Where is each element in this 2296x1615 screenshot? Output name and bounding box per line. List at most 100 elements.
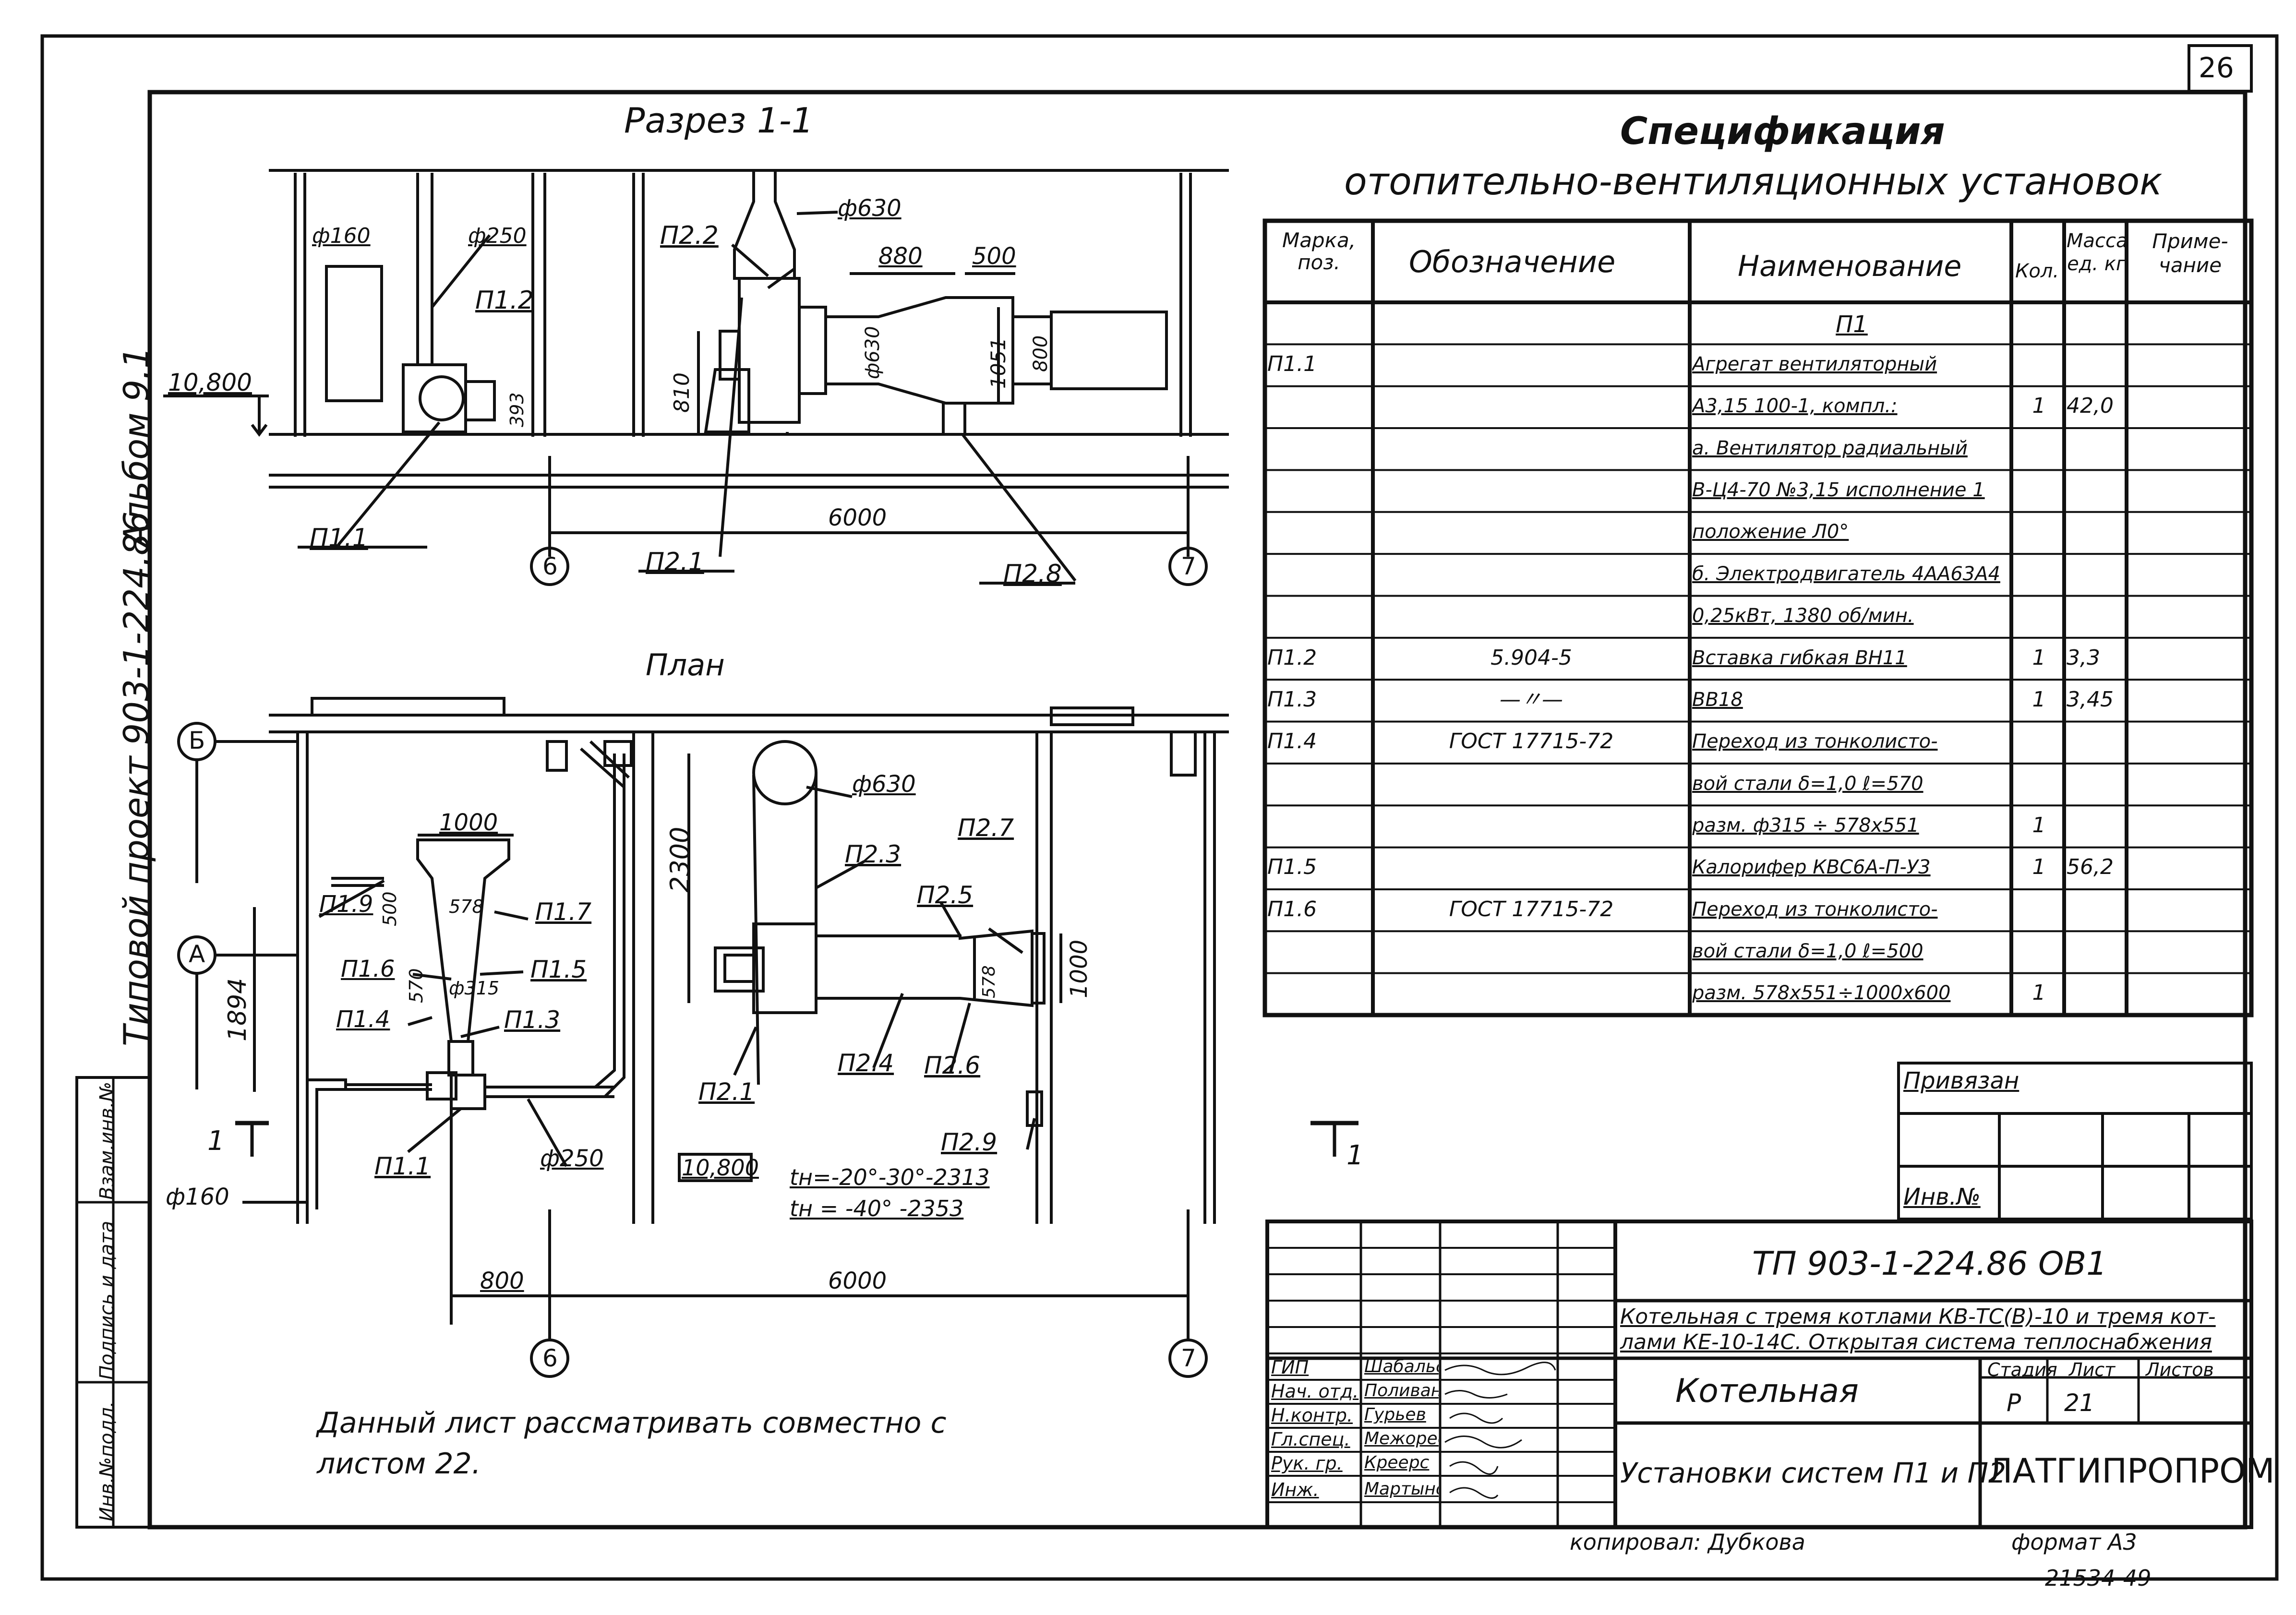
spec-cell: 42,0 [2067, 395, 2114, 417]
spec-cell: В-Ц4-70 №3,15 исполнение 1 [1692, 480, 1985, 500]
plan-label-p1-9: П1.9 [319, 891, 373, 918]
section-dim-810: 810 [670, 372, 694, 413]
plan-dim-1000-v: 1000 [1066, 939, 1093, 998]
spec-cell: Переход из тонколисто- [1692, 732, 1938, 752]
sheet-label: Лист [2069, 1359, 2116, 1380]
spec-header-name: Наименование [1738, 250, 1962, 283]
title-block-role: Инж. [1271, 1479, 1319, 1500]
plan-label-p1-4: П1.4 [336, 1006, 390, 1033]
title-block-role: Н.контр. [1271, 1405, 1353, 1426]
sheet-title: Установки систем П1 и П2 [1620, 1457, 2007, 1489]
section-title: Разрез 1-1 [624, 100, 814, 141]
spec-table-grid [1262, 218, 2254, 1017]
plan-label-p2-4: П2.4 [838, 1049, 894, 1077]
organization: ЛАТГИПРОПРОМ [1987, 1451, 2275, 1491]
stage-label: Стадия [1987, 1359, 2057, 1380]
doc-desc-1: Котельная с тремя котлами КВ-ТС(В)-10 и … [1620, 1304, 2216, 1329]
spec-cell: 3,3 [2067, 647, 2100, 669]
spec-cell: 1 [2032, 982, 2046, 1004]
spec-header-note: Приме- чание [2152, 229, 2228, 277]
spec-cell: 1 [2032, 689, 2046, 710]
spec-cell: 0,25кВт, 1380 об/мин. [1692, 606, 1914, 626]
spec-cell: разм. ф315 ÷ 578x551 [1692, 815, 1919, 835]
plan-temp-1: tн=-20°-30°-2313 [790, 1164, 990, 1190]
spec-cell: П1.1 [1267, 354, 1317, 375]
section-view [163, 169, 1229, 586]
section-label-p2-2: П2.2 [660, 221, 719, 250]
project-code: Типовой проект 903-1-224.86 [116, 511, 156, 1046]
section-dim-f630-v: ф630 [862, 326, 884, 379]
section-dim-f250: ф250 [468, 224, 527, 248]
plan-label-p2-9: П2.9 [941, 1128, 998, 1156]
plan-dim-f160: ф160 [166, 1184, 229, 1210]
album-label: Альбом 9.1 [116, 347, 156, 547]
section-dim-f630: ф630 [838, 195, 902, 222]
cut-label-left: 1 [207, 1125, 225, 1157]
plan-label-p2-3: П2.3 [845, 840, 902, 868]
sheet-number: 26 [2199, 51, 2234, 84]
section-label-p1-2: П1.2 [475, 286, 534, 315]
plan-label-p1-3: П1.3 [504, 1006, 561, 1034]
spec-cell: вой стали δ=1,0 ℓ=500 [1692, 941, 1923, 961]
doc-code: ТП 903-1-224.86 ОВ1 [1752, 1245, 2107, 1283]
title-block-name: Межорес [1364, 1430, 1439, 1448]
spec-cell: ГОСТ 17715-72 [1449, 898, 1614, 920]
paper-format: формат А3 [2011, 1529, 2137, 1555]
section-axis-7: 7 [1181, 552, 1196, 580]
section-dim-6000: 6000 [828, 504, 887, 531]
title-block-name: Мартынова [1364, 1481, 1439, 1498]
plan-label-p2-5: П2.5 [917, 881, 974, 909]
spec-cell: 1 [2032, 395, 2046, 417]
plan-axis-b: Б [189, 727, 205, 754]
title-block-name: Шабальский [1364, 1358, 1439, 1376]
section-label-p2-8: П2.8 [1003, 560, 1062, 588]
plan-axis-7: 7 [1181, 1344, 1196, 1372]
plan-label-p2-1: П2.1 [698, 1078, 755, 1106]
inv-number-label: Инв.№ [1903, 1184, 1981, 1210]
plan-dim-6000: 6000 [828, 1268, 887, 1294]
plan-dim-2300: 2300 [665, 826, 695, 893]
stamp-cell-2: Подпись и дата [96, 1220, 118, 1380]
stamp-cell-1: Инв.№подл. [96, 1401, 118, 1521]
plan-dim-578-v: 578 [979, 965, 999, 998]
section-dim-500: 500 [972, 243, 1016, 270]
spec-cell: б. Электродвигатель 4АА63А4 [1692, 564, 2000, 584]
spec-cell: Вставка гибкая ВН11 [1692, 648, 1907, 668]
spec-cell: Агрегат вентиляторный [1692, 355, 1937, 374]
spec-cell: П1 [1836, 312, 1868, 336]
note-line-1: Данный лист рассматривать совместно с [317, 1406, 947, 1440]
title-block-name: Гурьев [1364, 1406, 1426, 1424]
spec-cell: а. Вентилятор радиальный [1692, 438, 1968, 458]
sheet-value: 21 [2064, 1389, 2095, 1417]
privyazan-label: Привязан [1903, 1067, 2020, 1094]
plan-label-p1-1: П1.1 [374, 1152, 431, 1180]
plan-dim-1894: 1894 [223, 978, 252, 1041]
plan-dim-f250: ф250 [540, 1145, 604, 1172]
spec-cell: Калорифер КВС6А-П-У3 [1692, 858, 1931, 877]
spec-cell: П1.4 [1267, 731, 1317, 753]
plan-label-p2-6: П2.6 [924, 1052, 981, 1079]
spec-cell: П1.3 [1267, 689, 1317, 710]
plan-dim-500: 500 [379, 891, 400, 926]
plan-dim-1000: 1000 [439, 809, 498, 836]
spec-cell: ГОСТ 17715-72 [1449, 731, 1614, 753]
note-line-2: листом 22. [317, 1447, 481, 1481]
spec-cell: П1.6 [1267, 898, 1317, 920]
section-dim-f160: ф160 [312, 224, 371, 248]
plan-axis-6: 6 [542, 1344, 558, 1372]
stage-value: Р [2007, 1389, 2021, 1417]
spec-title-1: Спецификация [1620, 110, 1945, 153]
spec-cell: 1 [2032, 647, 2046, 669]
plan-dim-570: 570 [406, 968, 427, 1003]
plan-dim-f630: ф630 [852, 771, 916, 798]
spec-cell: 5.904-5 [1491, 647, 1572, 669]
title-block-role: Гл.спец. [1271, 1429, 1350, 1450]
spec-cell: разм. 578x551÷1000x600 [1692, 983, 1951, 1003]
privyazan-block [1897, 1062, 2253, 1220]
title-block [1265, 1220, 2253, 1529]
plan-label-p1-7: П1.7 [535, 898, 592, 926]
spec-header-mass: Масса ед. кг [2067, 230, 2128, 275]
spec-cell: Переход из тонколисто- [1692, 899, 1938, 919]
